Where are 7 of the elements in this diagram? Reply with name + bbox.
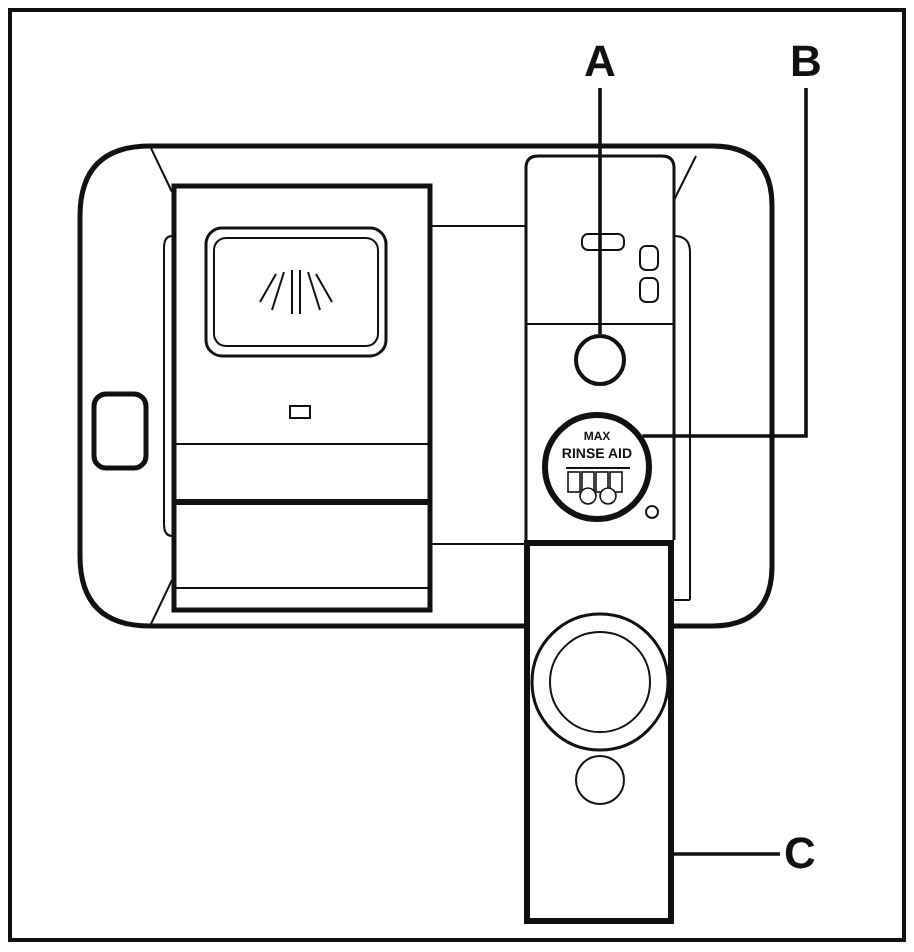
leader-line — [598, 88, 602, 334]
leader-line — [674, 852, 780, 856]
leader-line — [642, 88, 808, 438]
dispenser-flap — [524, 540, 674, 924]
callout-letter: A — [580, 36, 620, 88]
callout-letter: B — [786, 36, 826, 88]
callout-letter: C — [780, 828, 820, 880]
